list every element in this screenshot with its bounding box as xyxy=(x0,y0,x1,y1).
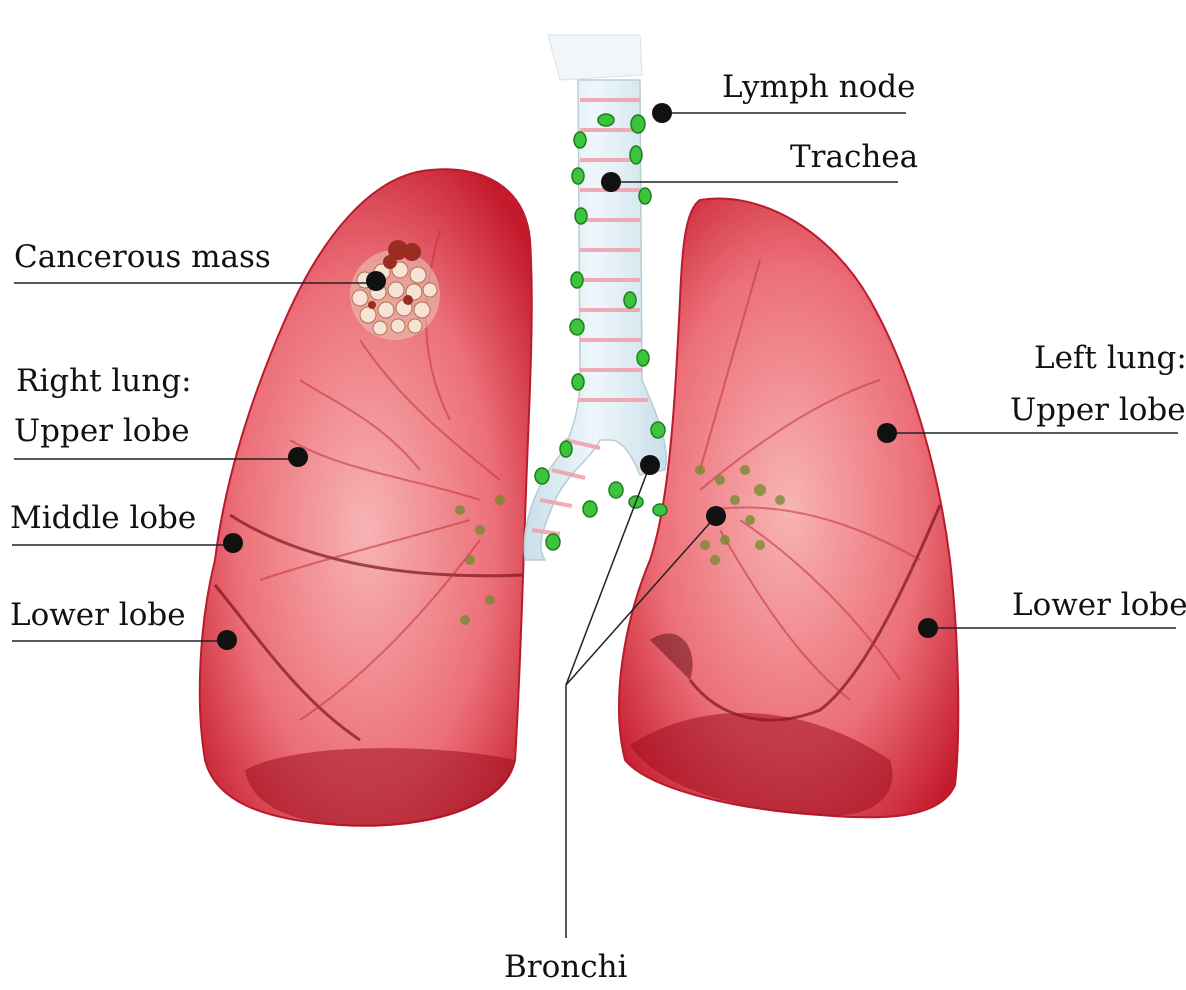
marker-left-lower-lobe xyxy=(918,618,938,638)
marker-right-lower-lobe xyxy=(217,630,237,650)
marker-trachea xyxy=(601,172,621,192)
label-right-lower-lobe: Lower lobe xyxy=(10,600,186,631)
label-right-upper-lobe: Upper lobe xyxy=(14,416,190,447)
label-lymph-node: Lymph node xyxy=(722,72,915,103)
marker-cancerous-mass xyxy=(366,271,386,291)
label-bronchi: Bronchi xyxy=(504,952,627,983)
left-lung xyxy=(619,198,958,817)
label-left-lower-lobe: Lower lobe xyxy=(1012,590,1186,621)
label-left-lung: Left lung: xyxy=(1034,343,1186,374)
marker-middle-lobe xyxy=(223,533,243,553)
marker-lymph-node xyxy=(652,103,672,123)
marker-bronchi-2 xyxy=(706,506,726,526)
marker-bronchi-1 xyxy=(640,455,660,475)
marker-left-upper-lobe xyxy=(877,423,897,443)
label-cancerous-mass: Cancerous mass xyxy=(14,242,271,273)
label-middle-lobe: Middle lobe xyxy=(10,503,196,534)
label-trachea: Trachea xyxy=(790,142,918,173)
label-left-upper-lobe: Upper lobe xyxy=(1010,395,1186,426)
label-right-lung: Right lung: xyxy=(16,366,192,397)
marker-right-upper-lobe xyxy=(288,447,308,467)
